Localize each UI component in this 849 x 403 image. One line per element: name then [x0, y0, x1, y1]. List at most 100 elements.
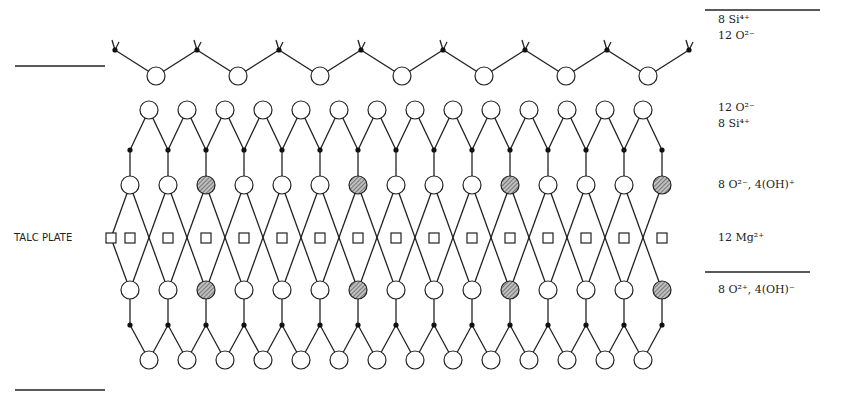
magnesium-ion	[619, 233, 629, 243]
silicon-ion	[393, 322, 398, 327]
silicon-ion	[165, 322, 170, 327]
bond	[130, 185, 168, 290]
oxygen-ion	[615, 281, 633, 299]
oxygen-ion	[634, 351, 652, 369]
magnesium-ion	[163, 233, 173, 243]
bond	[168, 185, 206, 290]
silicon-ion	[686, 47, 691, 52]
oxygen-ion	[368, 351, 386, 369]
bond	[244, 185, 282, 290]
bond	[548, 185, 586, 290]
silicon-ion	[241, 147, 246, 152]
magnesium-ion	[353, 233, 363, 243]
oxygen-ion	[393, 67, 411, 85]
magnesium-ion	[657, 233, 667, 243]
bond	[434, 185, 472, 290]
hydroxyl-ion	[349, 176, 367, 194]
oxygen-ion	[159, 281, 177, 299]
silicon-ion	[127, 322, 132, 327]
hydroxyl-ion	[653, 281, 671, 299]
oxygen-ion	[387, 176, 405, 194]
silicon-ion	[583, 322, 588, 327]
silicon-ion	[241, 322, 246, 327]
layer-label: 8 O²⁻, 4(OH)⁺	[718, 179, 795, 191]
bond	[206, 185, 244, 290]
oxygen-ion	[292, 351, 310, 369]
silicon-ion	[393, 147, 398, 152]
silicon-ion	[112, 47, 117, 52]
oxygen-ion	[178, 351, 196, 369]
silicon-ion	[194, 47, 199, 52]
bond	[624, 185, 662, 290]
layer-label: 8 O²⁺, 4(OH)⁻	[718, 284, 795, 296]
magnesium-ion	[315, 233, 325, 243]
atoms	[106, 47, 692, 369]
silicon-ion	[279, 147, 284, 152]
bond	[282, 185, 320, 290]
hydroxyl-ion	[653, 176, 671, 194]
silicon-ion	[276, 47, 281, 52]
oxygen-ion	[254, 101, 272, 119]
oxygen-ion	[577, 281, 595, 299]
bond	[434, 185, 472, 290]
oxygen-ion	[330, 351, 348, 369]
oxygen-ion	[330, 101, 348, 119]
bond	[472, 185, 510, 290]
oxygen-ion	[273, 281, 291, 299]
oxygen-ion	[558, 351, 576, 369]
oxygen-ion	[406, 351, 424, 369]
bond	[320, 185, 358, 290]
oxygen-ion	[159, 176, 177, 194]
bond	[206, 185, 244, 290]
oxygen-ion	[140, 351, 158, 369]
magnesium-ion	[201, 233, 211, 243]
oxygen-ion	[463, 281, 481, 299]
silicon-ion	[469, 147, 474, 152]
silicon-ion	[431, 322, 436, 327]
oxygen-ion	[216, 101, 234, 119]
oxygen-ion	[311, 281, 329, 299]
silicon-ion	[127, 147, 132, 152]
bond	[130, 185, 168, 290]
hydroxyl-ion	[501, 176, 519, 194]
tetrahedral-sheet	[130, 325, 662, 360]
oxygen-ion	[121, 176, 139, 194]
oxygen-ion	[577, 176, 595, 194]
bond	[358, 185, 396, 290]
bond	[358, 185, 396, 290]
bond	[624, 185, 662, 290]
silicon-ion	[317, 322, 322, 327]
magnesium-ion	[277, 233, 287, 243]
silicon-ion	[659, 322, 664, 327]
silicon-ion	[355, 147, 360, 152]
oxygen-ion	[292, 101, 310, 119]
oxygen-ion	[311, 67, 329, 85]
bond	[168, 185, 206, 290]
silicon-ion	[545, 147, 550, 152]
magnesium-ion	[505, 233, 515, 243]
oxygen-ion	[406, 101, 424, 119]
silicon-ion	[545, 322, 550, 327]
oxygen-ion	[639, 67, 657, 85]
magnesium-ion	[239, 233, 249, 243]
hydroxyl-ion	[197, 176, 215, 194]
magnesium-ion	[125, 233, 135, 243]
plate-label: TALC PLATE	[14, 232, 72, 243]
oxygen-ion	[425, 176, 443, 194]
silicon-ion	[469, 322, 474, 327]
magnesium-ion	[106, 233, 116, 243]
oxygen-ion	[216, 351, 234, 369]
layer-label: 8 Si⁴⁺	[718, 118, 750, 130]
oxygen-ion	[520, 351, 538, 369]
oxygen-ion	[140, 101, 158, 119]
oxygen-ion	[425, 281, 443, 299]
oxygen-ion	[482, 101, 500, 119]
hydroxyl-ion	[501, 281, 519, 299]
magnesium-ion	[429, 233, 439, 243]
oxygen-ion	[520, 101, 538, 119]
magnesium-ion	[467, 233, 477, 243]
oxygen-ion	[615, 176, 633, 194]
oxygen-ion	[475, 67, 493, 85]
